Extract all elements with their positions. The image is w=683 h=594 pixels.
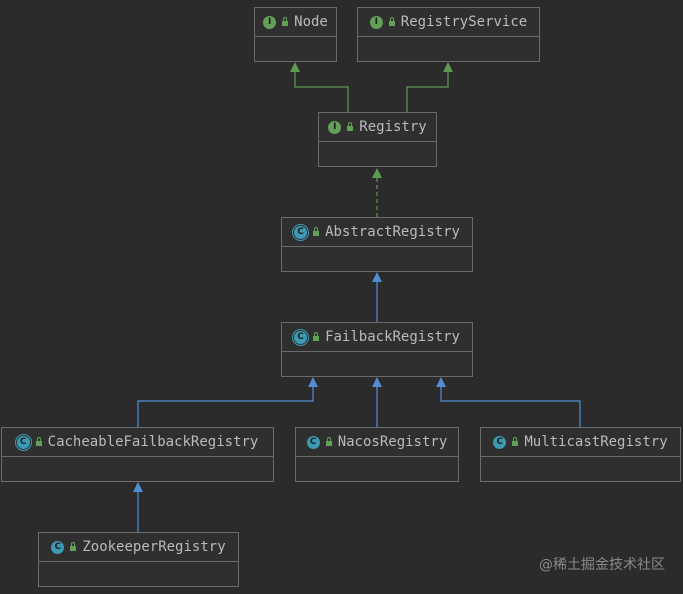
arrowhead-registry <box>372 168 382 178</box>
edge-registry-registryservice <box>406 72 449 112</box>
abstract-class-icon: C <box>294 225 308 239</box>
node-name: Node <box>294 14 328 30</box>
cacheablefailbackregistry-header: C CacheableFailbackRegistry <box>2 428 273 457</box>
failbackregistry-body <box>282 352 472 372</box>
registryservice-name: RegistryService <box>400 14 528 30</box>
node-box-failbackregistry[interactable]: C FailbackRegistry <box>281 322 473 377</box>
interface-icon: I <box>328 120 342 134</box>
lock-icon <box>313 332 320 341</box>
abstractregistry-name: AbstractRegistry <box>325 224 460 240</box>
abstract-class-icon: C <box>16 435 30 449</box>
failbackregistry-name: FailbackRegistry <box>325 329 460 345</box>
lock-icon <box>347 122 354 131</box>
cacheablefailbackregistry-name: CacheableFailbackRegistry <box>47 434 259 450</box>
lock-icon <box>35 437 42 446</box>
class-icon: C <box>51 540 65 554</box>
lock-icon <box>512 437 519 446</box>
lock-icon <box>388 17 395 26</box>
class-icon: C <box>493 435 507 449</box>
lock-icon <box>282 17 289 26</box>
abstractregistry-header: C AbstractRegistry <box>282 218 472 247</box>
node-box-zookeeperregistry[interactable]: C ZookeeperRegistry <box>38 532 239 587</box>
lock-icon <box>70 542 77 551</box>
registry-name: Registry <box>359 119 427 135</box>
registry-header: I Registry <box>319 113 436 142</box>
interface-icon: I <box>369 15 383 29</box>
zookeeperregistry-header: C ZookeeperRegistry <box>39 533 238 562</box>
node-box-nacosregistry[interactable]: C NacosRegistry <box>295 427 459 482</box>
node-box-abstractregistry[interactable]: C AbstractRegistry <box>281 217 473 272</box>
arrowhead-failback-left <box>308 377 318 387</box>
node-header: I Node <box>255 8 336 37</box>
abstractregistry-body <box>282 247 472 267</box>
edge-multicast-failback <box>440 387 581 427</box>
registry-body <box>319 142 436 162</box>
nacosregistry-name: NacosRegistry <box>337 434 448 450</box>
registryservice-body <box>358 37 539 57</box>
edge-cacheable-failback <box>137 387 314 427</box>
watermark: @稀土掘金技术社区 <box>539 557 665 573</box>
nacosregistry-header: C NacosRegistry <box>296 428 458 457</box>
node-box-registryservice[interactable]: I RegistryService <box>357 7 540 62</box>
top-strip <box>0 0 683 4</box>
interface-icon: I <box>263 15 277 29</box>
zookeeperregistry-body <box>39 562 238 582</box>
registryservice-header: I RegistryService <box>358 8 539 37</box>
nacosregistry-body <box>296 457 458 477</box>
failbackregistry-header: C FailbackRegistry <box>282 323 472 352</box>
arrowhead-abstract <box>372 272 382 282</box>
abstract-class-icon: C <box>294 330 308 344</box>
multicastregistry-body <box>481 457 680 477</box>
lock-icon <box>325 437 332 446</box>
arrowhead-failback-right <box>436 377 446 387</box>
multicastregistry-name: MulticastRegistry <box>524 434 668 450</box>
node-body <box>255 37 336 57</box>
edge-registry-node <box>294 72 349 112</box>
class-icon: C <box>306 435 320 449</box>
node-box-multicastregistry[interactable]: C MulticastRegistry <box>480 427 681 482</box>
arrowhead-registryservice <box>443 62 453 72</box>
lock-icon <box>313 227 320 236</box>
cacheablefailbackregistry-body <box>2 457 273 477</box>
zookeeperregistry-name: ZookeeperRegistry <box>82 539 226 555</box>
arrowhead-failback-center <box>372 377 382 387</box>
arrowhead-node <box>290 62 300 72</box>
node-box-node[interactable]: I Node <box>254 7 337 62</box>
node-box-registry[interactable]: I Registry <box>318 112 437 167</box>
node-box-cacheablefailbackregistry[interactable]: C CacheableFailbackRegistry <box>1 427 274 482</box>
multicastregistry-header: C MulticastRegistry <box>481 428 680 457</box>
arrowhead-cacheable <box>133 482 143 492</box>
